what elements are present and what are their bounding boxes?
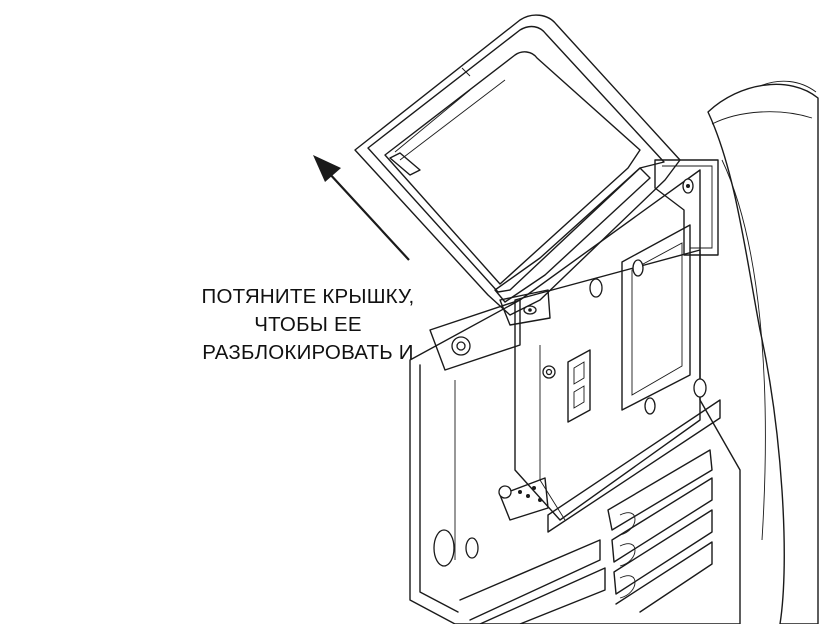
cover-lid xyxy=(354,14,681,326)
instruction-line-2: ЧТОБЫ ЕЕ xyxy=(254,313,362,336)
vent-fins xyxy=(459,449,713,624)
instruction-line-3: РАЗБЛОКИРОВАТЬ И xyxy=(202,341,414,364)
instruction-caption: ПОТЯНИТЕ КРЫШКУ, ЧТОБЫ ЕЕ РАЗБЛОКИРОВАТЬ… xyxy=(158,283,458,367)
instruction-line-1: ПОТЯНИТЕ КРЫШКУ, xyxy=(201,285,415,308)
latch-clip xyxy=(498,477,549,521)
device-housing xyxy=(707,80,819,624)
pull-direction-arrow xyxy=(313,155,410,261)
mounting-plate xyxy=(514,224,721,533)
hinge-bracket xyxy=(654,159,719,256)
